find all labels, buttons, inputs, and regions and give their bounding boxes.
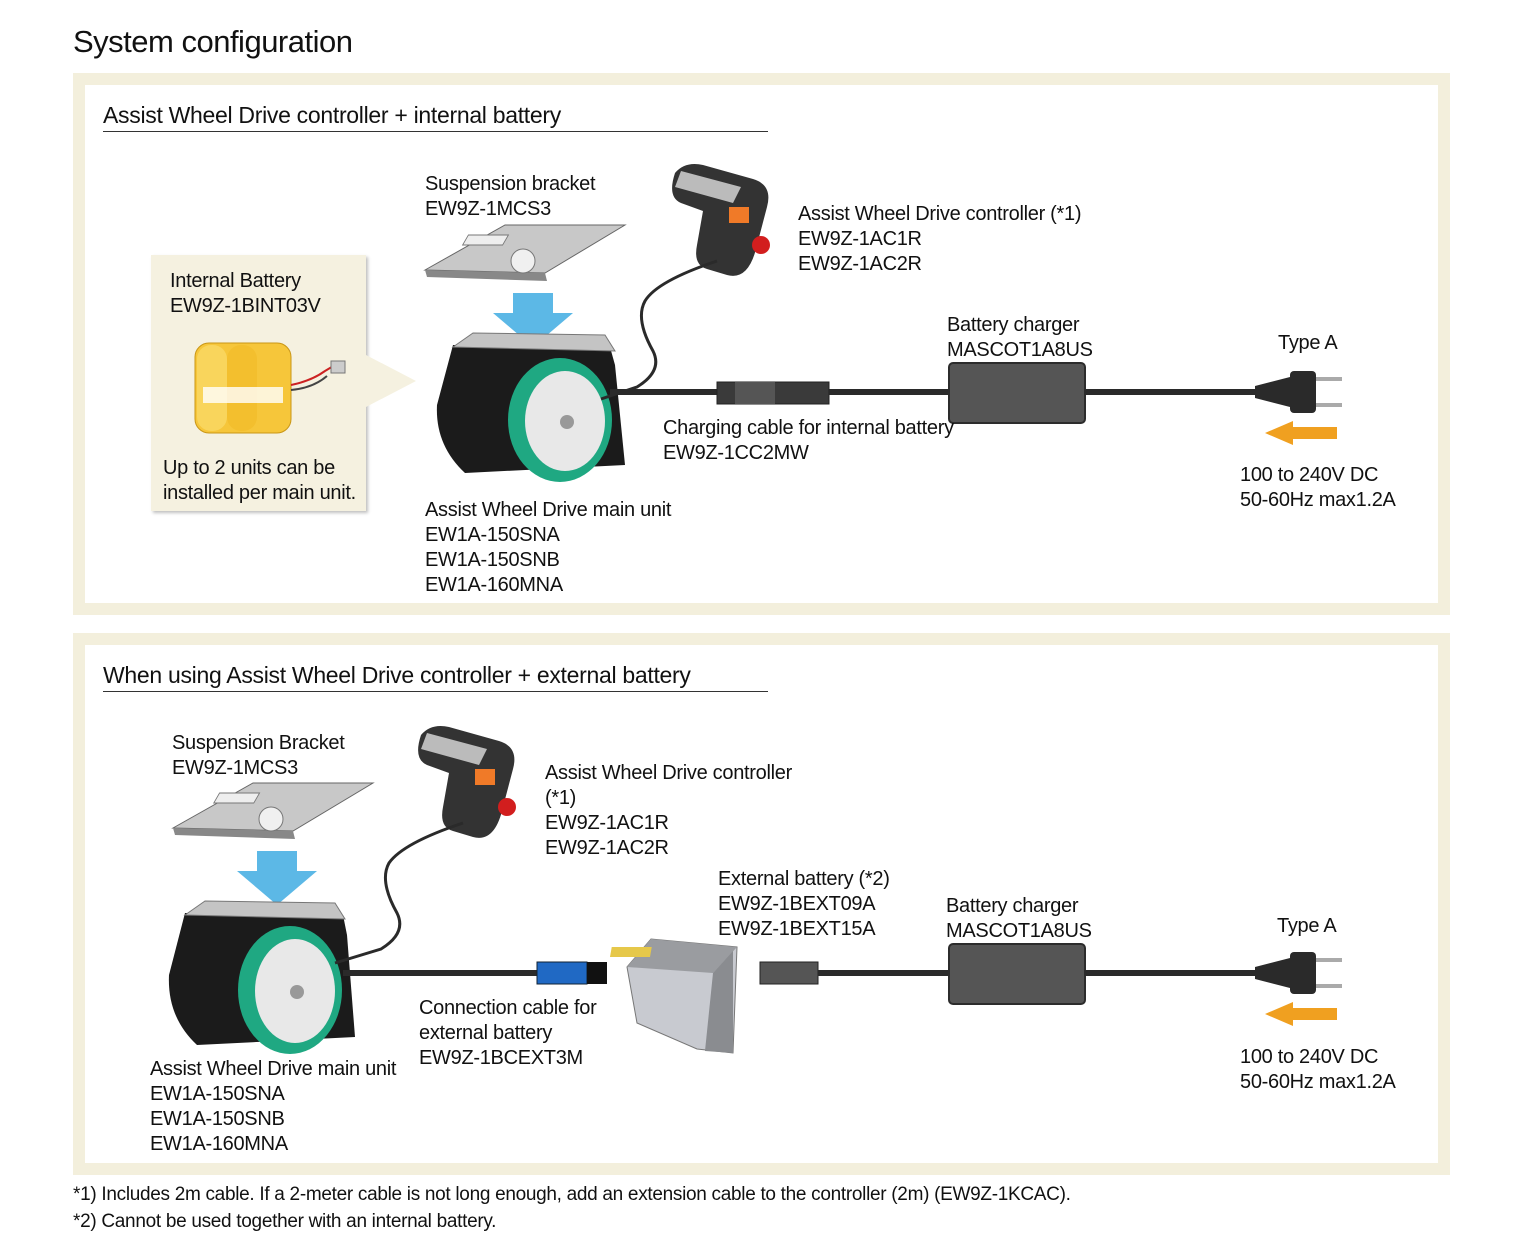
suspension-bracket-label: Suspension Bracket EW9Z-1MCS3 <box>172 731 345 781</box>
main-unit-model-3: EW1A-160MNA <box>150 1133 288 1155</box>
callout-pointer <box>366 355 416 407</box>
battery-charger-name: Battery charger <box>947 314 1080 336</box>
internal-battery-label: Internal Battery EW9Z-1BINT03V <box>170 269 321 319</box>
external-battery-label: External battery (*2) EW9Z-1BEXT09A EW9Z… <box>718 867 890 942</box>
controller-icon <box>334 726 516 965</box>
main-unit-icon <box>436 332 625 482</box>
charger-cable-icon <box>759 961 949 985</box>
charging-cable-label: Charging cable for internal battery EW9Z… <box>663 416 954 466</box>
main-unit-model-2: EW1A-150SNB <box>150 1108 285 1130</box>
battery-charger-model: MASCOT1A8US <box>946 920 1092 942</box>
suspension-bracket-model: EW9Z-1MCS3 <box>425 198 551 220</box>
connection-cable-icon <box>343 961 607 985</box>
power-spec-line2: 50-60Hz max1.2A <box>1240 489 1396 511</box>
mount-arrow-icon <box>493 293 573 347</box>
main-unit-model-1: EW1A-150SNA <box>150 1083 285 1105</box>
type-a-plug-icon <box>1255 952 1342 994</box>
controller-model-1: EW9Z-1AC1R <box>798 228 922 250</box>
main-unit-name: Assist Wheel Drive main unit <box>425 499 672 521</box>
suspension-bracket-icon <box>171 782 375 839</box>
power-spec-label: 100 to 240V DC 50-60Hz max1.2A <box>1240 463 1396 513</box>
page-title: System configuration <box>73 24 353 59</box>
connection-cable-model: EW9Z-1BCEXT3M <box>419 1047 583 1069</box>
main-unit-model-1: EW1A-150SNA <box>425 524 560 546</box>
internal-battery-configuration-panel: Assist Wheel Drive controller + internal… <box>73 73 1450 615</box>
suspension-bracket-model: EW9Z-1MCS3 <box>172 757 298 779</box>
battery-charger-label: Battery charger MASCOT1A8US <box>946 894 1092 944</box>
panel-inner: Assist Wheel Drive controller + internal… <box>85 85 1438 603</box>
controller-model-1: EW9Z-1AC1R <box>545 812 669 834</box>
panel-heading: Assist Wheel Drive controller + internal… <box>103 102 768 132</box>
main-unit-model-3: EW1A-160MNA <box>425 574 563 596</box>
internal-battery-note-line2: installed per main unit. <box>163 482 356 504</box>
external-battery-name: External battery (*2) <box>718 868 890 890</box>
internal-battery-name: Internal Battery <box>170 270 301 292</box>
battery-charger-icon <box>948 362 1255 424</box>
main-unit-label: Assist Wheel Drive main unit EW1A-150SNA… <box>150 1057 396 1157</box>
external-battery-model-2: EW9Z-1BEXT15A <box>718 918 876 940</box>
type-a-plug-icon <box>1255 371 1342 413</box>
mount-arrow-icon <box>237 851 317 905</box>
battery-charger-name: Battery charger <box>946 895 1079 917</box>
controller-label: Assist Wheel Drive controller (*1) EW9Z-… <box>545 761 792 861</box>
charging-cable-model: EW9Z-1CC2MW <box>663 442 809 464</box>
internal-battery-icon <box>194 342 346 434</box>
power-spec-label: 100 to 240V DC 50-60Hz max1.2A <box>1240 1045 1396 1095</box>
panel-inner: When using Assist Wheel Drive controller… <box>85 645 1438 1163</box>
external-battery-icon <box>609 938 738 1054</box>
battery-charger-icon <box>948 943 1255 1005</box>
controller-model-2: EW9Z-1AC2R <box>798 253 922 275</box>
charging-cable-name: Charging cable for internal battery <box>663 417 954 439</box>
suspension-bracket-name: Suspension bracket <box>425 173 596 195</box>
external-battery-configuration-panel: When using Assist Wheel Drive controller… <box>73 633 1450 1175</box>
external-battery-diagram <box>168 726 1342 1054</box>
charging-cable-icon <box>610 381 949 405</box>
controller-icon <box>600 164 770 401</box>
controller-name: Assist Wheel Drive controller (*1) <box>798 203 1082 225</box>
controller-name-line2: (*1) <box>545 787 577 809</box>
controller-model-2: EW9Z-1AC2R <box>545 837 669 859</box>
power-spec-line1: 100 to 240V DC <box>1240 464 1379 486</box>
internal-battery-diagram <box>194 164 1342 482</box>
panel-heading: When using Assist Wheel Drive controller… <box>103 662 768 692</box>
battery-charger-model: MASCOT1A8US <box>947 339 1093 361</box>
controller-name-line1: Assist Wheel Drive controller <box>545 762 792 784</box>
main-unit-name: Assist Wheel Drive main unit <box>150 1058 397 1080</box>
power-spec-line1: 100 to 240V DC <box>1240 1046 1379 1068</box>
internal-battery-note: Up to 2 units can be installed per main … <box>163 456 356 506</box>
connection-cable-name-line1: Connection cable for <box>419 997 597 1019</box>
footnote-1: *1) Includes 2m cable. If a 2-meter cabl… <box>73 1184 1071 1205</box>
suspension-bracket-icon <box>423 224 627 281</box>
suspension-bracket-label: Suspension bracket EW9Z-1MCS3 <box>425 172 596 222</box>
connection-cable-name-line2: external battery <box>419 1022 553 1044</box>
internal-battery-model: EW9Z-1BINT03V <box>170 295 321 317</box>
footnote-2: *2) Cannot be used together with an inte… <box>73 1211 497 1232</box>
power-spec-line2: 50-60Hz max1.2A <box>1240 1071 1396 1093</box>
external-battery-model-1: EW9Z-1BEXT09A <box>718 893 876 915</box>
suspension-bracket-name: Suspension Bracket <box>172 732 345 754</box>
plug-type-label: Type A <box>1277 915 1337 937</box>
battery-charger-label: Battery charger MASCOT1A8US <box>947 313 1093 363</box>
connection-cable-label: Connection cable for external battery EW… <box>419 996 597 1071</box>
power-input-arrow-icon <box>1265 421 1337 445</box>
power-input-arrow-icon <box>1265 1002 1337 1026</box>
internal-battery-note-line1: Up to 2 units can be <box>163 457 335 479</box>
plug-type-label: Type A <box>1278 332 1338 354</box>
main-unit-label: Assist Wheel Drive main unit EW1A-150SNA… <box>425 498 671 598</box>
controller-label: Assist Wheel Drive controller (*1) EW9Z-… <box>798 202 1082 277</box>
main-unit-icon <box>168 900 355 1054</box>
main-unit-model-2: EW1A-150SNB <box>425 549 560 571</box>
